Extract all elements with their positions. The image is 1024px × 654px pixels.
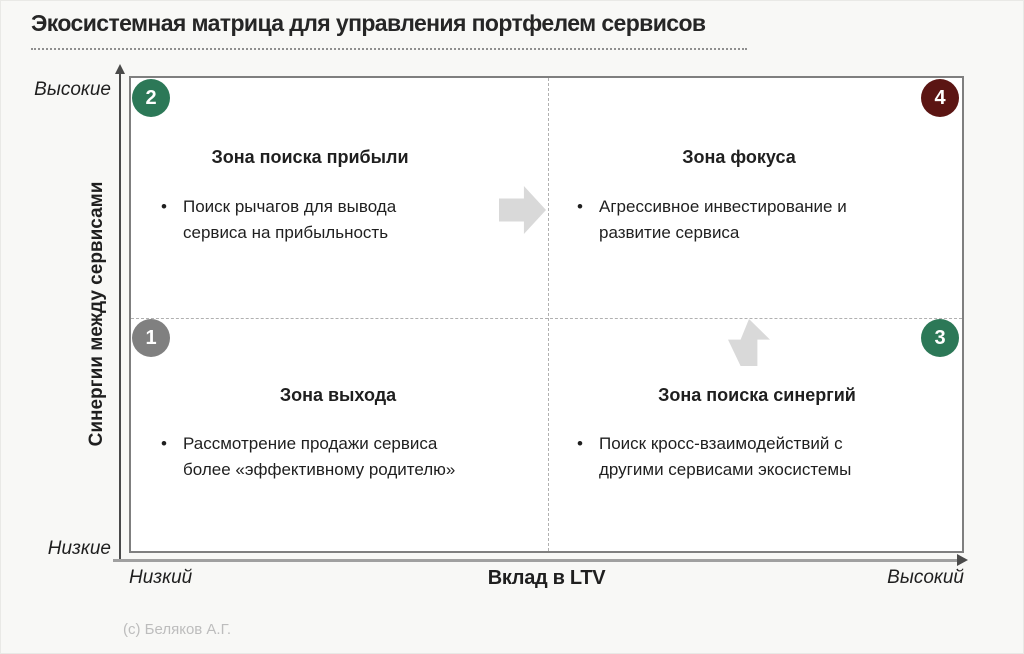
x-axis-left-label: Низкий	[129, 567, 193, 588]
quadrant-1-title: Зона выхода	[279, 385, 397, 405]
quadrant-4-badge: 4	[921, 79, 959, 117]
horizontal-divider	[131, 318, 962, 319]
bullet-icon	[573, 194, 599, 220]
quadrant-2-title: Зона поиска прибыли	[211, 147, 409, 167]
bullet-icon	[157, 431, 183, 457]
y-axis-arrowhead-icon	[115, 64, 125, 74]
page-title: Экосистемная матрица для управления порт…	[31, 10, 706, 36]
copyright-note: (с) Беляков А.Г.	[123, 621, 232, 638]
x-axis-right-label: Высокий	[887, 567, 964, 588]
quadrant-2-badge: 2	[132, 79, 170, 117]
y-axis-line	[119, 73, 121, 561]
quadrant-1-badge: 1	[132, 319, 170, 357]
x-axis-label: Вклад в LTV	[487, 567, 606, 589]
quadrant-3-title: Зона поиска синергий	[658, 385, 856, 405]
x-axis-line	[113, 559, 959, 562]
y-axis-top-label: Высокие	[34, 79, 111, 100]
x-axis-arrowhead-icon	[957, 554, 968, 566]
quadrant-3-badge: 3	[921, 319, 959, 357]
up-arrow-icon	[728, 319, 770, 366]
title-underline	[31, 34, 747, 50]
y-axis-label: Синергии между сервисами	[86, 181, 107, 447]
matrix: 2 Зона поиска прибыли Поиск рычагов для …	[129, 76, 964, 553]
y-axis-bottom-label: Низкие	[47, 538, 111, 559]
right-arrow-icon	[499, 186, 546, 234]
bullet-icon	[157, 194, 183, 220]
quadrant-4-title: Зона фокуса	[682, 147, 796, 167]
vertical-divider	[548, 78, 549, 551]
bullet-icon	[573, 431, 599, 457]
